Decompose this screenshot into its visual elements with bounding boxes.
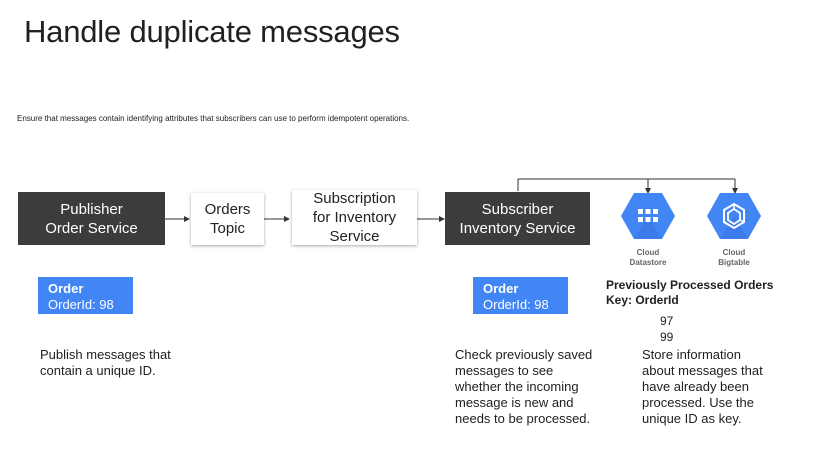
topic-box: Orders Topic bbox=[191, 193, 264, 245]
cloud-bigtable-icon bbox=[707, 193, 761, 239]
check-description: Check previously saved messages to see w… bbox=[455, 347, 593, 426]
cloud-datastore-icon bbox=[621, 193, 675, 239]
processed-orders-title: Previously Processed Orders Key: OrderId bbox=[606, 278, 774, 307]
publish-description: Publish messages that contain a unique I… bbox=[40, 347, 171, 378]
order-card-publisher: Order OrderId: 98 bbox=[38, 277, 133, 314]
page-subtitle: Ensure that messages contain identifying… bbox=[17, 114, 410, 123]
subscriber-label: Subscriber Inventory Service bbox=[459, 200, 576, 237]
processed-order-value: 97 bbox=[660, 314, 674, 328]
order-id: OrderId: 98 bbox=[48, 297, 114, 312]
store-description: Store information about messages that ha… bbox=[642, 347, 763, 426]
subscription-box: Subscription for Inventory Service bbox=[292, 190, 417, 245]
publisher-label: Publisher Order Service bbox=[45, 200, 138, 237]
cloud-bigtable-label: Cloud Bigtable bbox=[718, 248, 750, 267]
order-id: OrderId: 98 bbox=[483, 297, 549, 312]
subscription-label: Subscription for Inventory Service bbox=[312, 190, 397, 245]
order-title: Order bbox=[48, 281, 84, 296]
cloud-datastore-label: Cloud Datastore bbox=[629, 248, 667, 267]
order-title: Order bbox=[483, 281, 519, 296]
publisher-box: Publisher Order Service bbox=[18, 192, 165, 245]
processed-order-value: 99 bbox=[660, 330, 674, 344]
connector-subscriber-to-stores bbox=[517, 178, 735, 191]
page-title: Handle duplicate messages bbox=[24, 14, 400, 49]
subscriber-box: Subscriber Inventory Service bbox=[445, 192, 590, 245]
topic-label: Orders Topic bbox=[204, 201, 251, 237]
order-card-subscriber: Order OrderId: 98 bbox=[473, 277, 568, 314]
